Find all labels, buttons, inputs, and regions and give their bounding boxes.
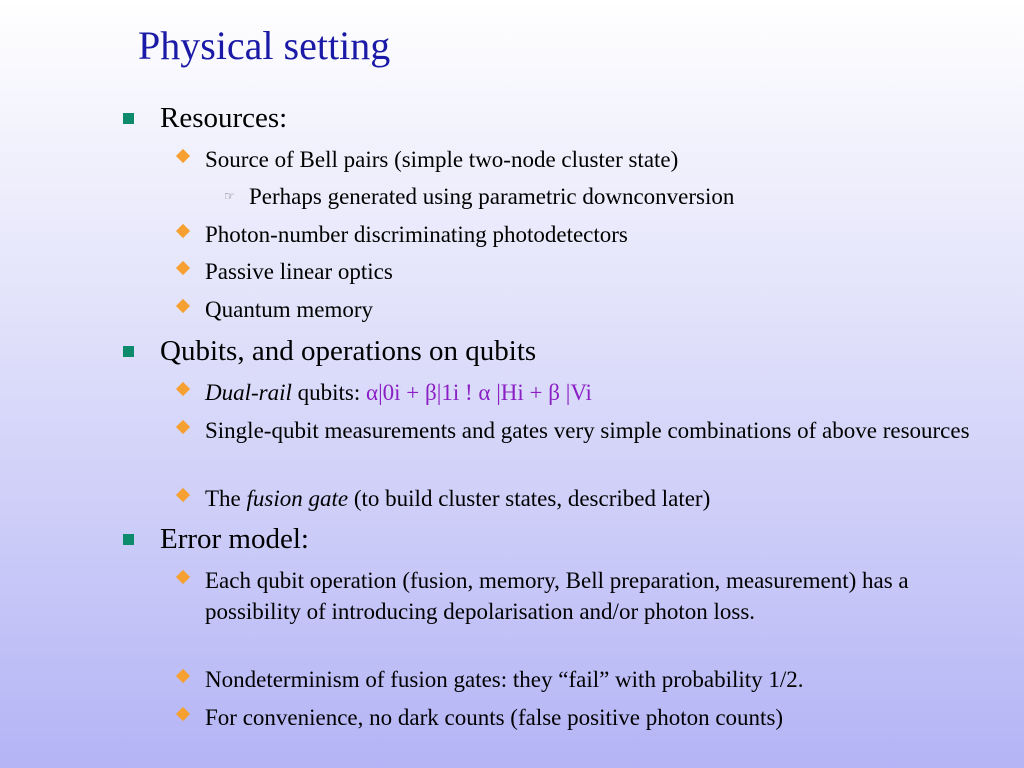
square-bullet-icon — [123, 534, 134, 545]
diamond-bullet-icon — [175, 148, 191, 164]
slide-title: Physical setting — [138, 23, 391, 68]
diamond-bullet-icon — [175, 419, 191, 435]
section-heading: Qubits, and operations on qubits — [123, 336, 536, 367]
qubit-formula: α|0i + β|1i ! α |Hi + β |Vi — [366, 380, 592, 405]
list-item: The fusion gate (to build cluster states… — [175, 483, 995, 514]
diamond-bullet-icon — [175, 260, 191, 276]
diamond-bullet-icon — [175, 487, 191, 503]
list-item: Quantum memory — [175, 294, 995, 325]
list-item: For convenience, no dark counts (false p… — [175, 702, 995, 733]
pointing-hand-icon: ☞ — [224, 189, 235, 203]
list-item: Single-qubit measurements and gates very… — [175, 415, 995, 446]
square-bullet-icon — [123, 113, 134, 124]
diamond-bullet-icon — [175, 668, 191, 684]
diamond-bullet-icon — [175, 569, 191, 585]
list-item: Source of Bell pairs (simple two-node cl… — [175, 144, 995, 175]
diamond-bullet-icon — [175, 381, 191, 397]
list-item: Dual-rail qubits: α|0i + β|1i ! α |Hi + … — [175, 377, 995, 408]
diamond-bullet-icon — [175, 298, 191, 314]
section-heading: Error model: — [123, 524, 309, 555]
list-item: Passive linear optics — [175, 256, 995, 287]
section-heading: Resources: — [123, 103, 287, 134]
diamond-bullet-icon — [175, 706, 191, 722]
list-item: Photon-number discriminating photodetect… — [175, 219, 995, 250]
square-bullet-icon — [123, 346, 134, 357]
list-item: Each qubit operation (fusion, memory, Be… — [175, 565, 995, 627]
list-item: Nondeterminism of fusion gates: they “fa… — [175, 664, 995, 695]
list-item: ☞ Perhaps generated using parametric dow… — [224, 181, 734, 212]
diamond-bullet-icon — [175, 223, 191, 239]
